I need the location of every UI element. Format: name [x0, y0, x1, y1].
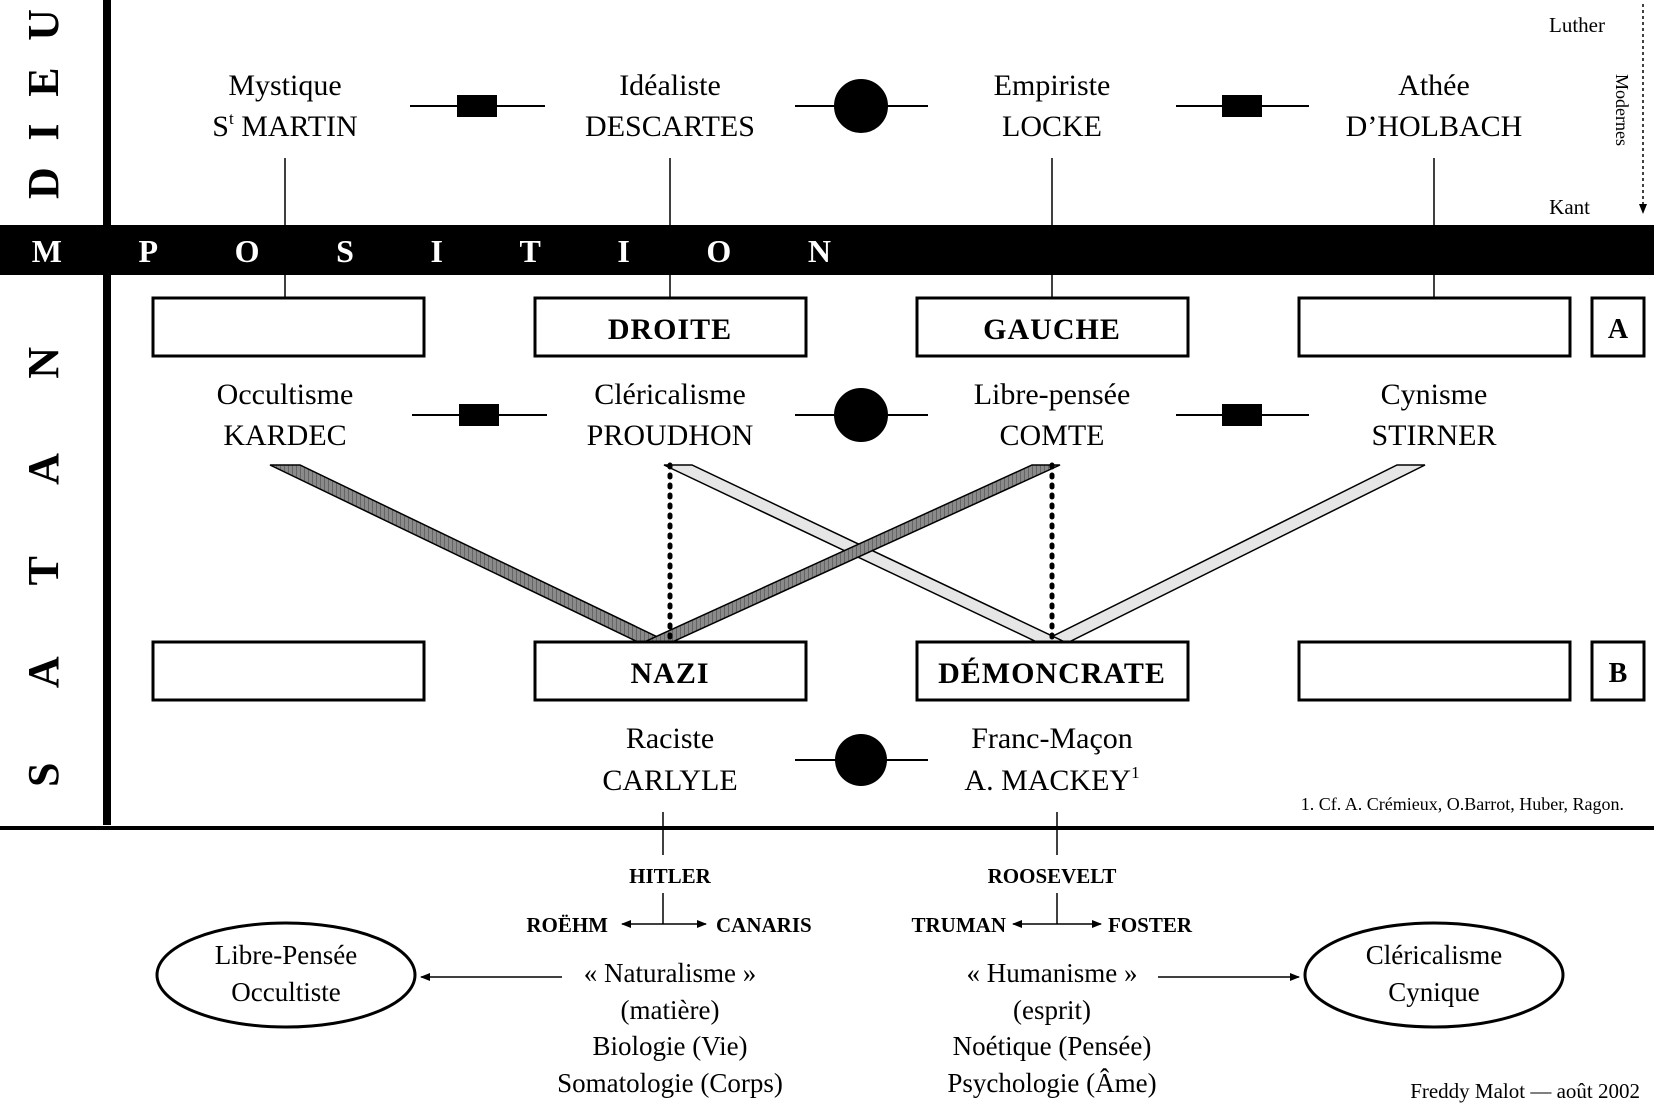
- politician-right-right: FOSTER: [1108, 913, 1193, 937]
- top-cell-1-line2: St MARTIN: [212, 109, 357, 143]
- top-connectors: [284, 158, 1435, 298]
- row-b-box-3: [915, 640, 1190, 702]
- left-ellipse: Libre-Pensée Occultiste: [155, 921, 417, 1029]
- mid-cell-1-line1: Occultisme: [217, 378, 354, 411]
- bottom-cell-1-line1: Raciste: [626, 722, 714, 755]
- decomposition-band: [0, 225, 1654, 275]
- mid-row: Occultisme KARDEC Cléricalisme PROUDHON …: [217, 378, 1497, 452]
- bottom-cell-1-line2: CARLYLE: [602, 764, 737, 797]
- top-cell-3-line1: Empiriste: [994, 69, 1111, 102]
- timeline-middle: Modernes: [1612, 74, 1632, 146]
- timeline: Luther Modernes Kant: [1549, 4, 1647, 219]
- timeline-end: Kant: [1549, 195, 1590, 219]
- row-b-box-1: [151, 640, 426, 702]
- row-a-box-2: [533, 296, 808, 358]
- left-column-1: « Naturalisme »: [584, 958, 756, 988]
- politician-right-left: TRUMAN: [912, 913, 1007, 937]
- signature: Freddy Malot — août 2002: [1410, 1079, 1640, 1103]
- side-label-dieu: DIEU: [19, 9, 68, 199]
- right-ellipse-line1: Cléricalisme: [1366, 940, 1502, 970]
- mid-cell-3-line1: Libre-pensée: [974, 378, 1131, 411]
- top-cell-2-line1: Idéaliste: [619, 69, 721, 102]
- top-row: Mystique St MARTIN Idéaliste DESCARTES E…: [212, 69, 1522, 143]
- row-a-tag: A: [1608, 314, 1629, 345]
- band-stirner-democrate: [1038, 464, 1426, 644]
- politician-right-top: ROOSEVELT: [988, 864, 1117, 888]
- left-column: « Naturalisme » (matière) Biologie (Vie)…: [557, 958, 783, 1098]
- circle-link-symbol: [834, 388, 888, 442]
- mid-cell-4-line2: STIRNER: [1371, 419, 1496, 452]
- bottom-row: Raciste CARLYLE Franc-Maçon A. MACKEY1 1…: [602, 722, 1624, 814]
- mid-cell-2-line2: PROUDHON: [587, 419, 754, 452]
- rect-link-symbol: [459, 404, 499, 426]
- row-b-label-2: NAZI: [630, 657, 709, 690]
- right-ellipse: Cléricalisme Cynique: [1303, 921, 1565, 1029]
- timeline-start: Luther: [1549, 13, 1605, 37]
- bottom-cell-2-line1: Franc-Maçon: [971, 722, 1133, 755]
- row-a-label-2: DROITE: [608, 313, 732, 346]
- right-column-2: (esprit): [1013, 995, 1091, 1025]
- row-a-box-3: [915, 296, 1190, 358]
- top-cell-2-line2: DESCARTES: [585, 110, 755, 143]
- row-a-box-1: [151, 296, 426, 358]
- row-b-box-4: [1297, 640, 1572, 702]
- top-cell-4-line2: D’HOLBACH: [1346, 110, 1523, 143]
- mid-cell-4-line1: Cynisme: [1381, 378, 1488, 411]
- mid-cell-1-line2: KARDEC: [223, 419, 346, 452]
- right-column-4: Psychologie (Âme): [947, 1068, 1156, 1098]
- rect-link-symbol: [1222, 95, 1262, 117]
- politician-left-top: HITLER: [629, 864, 712, 888]
- side-label-satan-text: SATAN: [19, 347, 68, 787]
- right-column-3: Noétique (Pensée): [953, 1031, 1152, 1061]
- side-label-dieu-text: DIEU: [19, 9, 68, 199]
- mid-cell-2-line1: Cléricalisme: [594, 378, 746, 411]
- top-links: [410, 79, 1309, 133]
- row-a: DROITE GAUCHE A: [151, 296, 1646, 358]
- top-cell-1-line1: Mystique: [228, 69, 341, 102]
- rect-link-symbol: [457, 95, 497, 117]
- row-b-tag: B: [1609, 658, 1628, 689]
- band-kardec-nazi: [269, 464, 671, 644]
- row-a-box-4: [1297, 296, 1572, 358]
- footnote: 1. Cf. A. Crémieux, O.Barrot, Huber, Rag…: [1301, 794, 1624, 814]
- top-cell-3-line2: LOCKE: [1002, 110, 1102, 143]
- bottom-cell-2-line2: A. MACKEY1: [964, 763, 1139, 797]
- side-label-satan: SATAN: [19, 347, 68, 787]
- politician-left-left: ROËHM: [526, 913, 608, 937]
- row-b-tag-box: [1590, 640, 1646, 702]
- left-ellipse-line2: Occultiste: [231, 977, 340, 1007]
- row-a-tag-box: [1590, 296, 1646, 358]
- row-b-box-2: [533, 640, 808, 702]
- politicians: HITLER ROOSEVELT ROËHM CANARIS TRUMAN FO…: [526, 812, 1193, 937]
- left-column-3: Biologie (Vie): [592, 1031, 747, 1061]
- row-b: NAZI DÉMONCRATE B: [151, 640, 1646, 702]
- left-ellipse-line1: Libre-Pensée: [215, 940, 357, 970]
- right-column-1: « Humanisme »: [967, 958, 1138, 988]
- top-cell-4-line1: Athée: [1398, 69, 1470, 102]
- politician-left-right: CANARIS: [716, 913, 812, 937]
- mid-links: [412, 388, 1309, 442]
- right-ellipse-line2: Cynique: [1388, 977, 1480, 1007]
- row-b-label-3: DÉMONCRATE: [938, 657, 1166, 690]
- crossing-bands: [269, 462, 1426, 644]
- circle-link-symbol: [835, 734, 887, 786]
- rect-link-symbol: [1222, 404, 1262, 426]
- circle-link-symbol: [834, 79, 888, 133]
- row-a-label-3: GAUCHE: [983, 313, 1121, 346]
- left-column-4: Somatologie (Corps): [557, 1068, 783, 1098]
- left-column-2: (matière): [621, 995, 720, 1025]
- right-column: « Humanisme » (esprit) Noétique (Pensée)…: [947, 958, 1156, 1098]
- mid-cell-3-line2: COMTE: [1000, 419, 1105, 452]
